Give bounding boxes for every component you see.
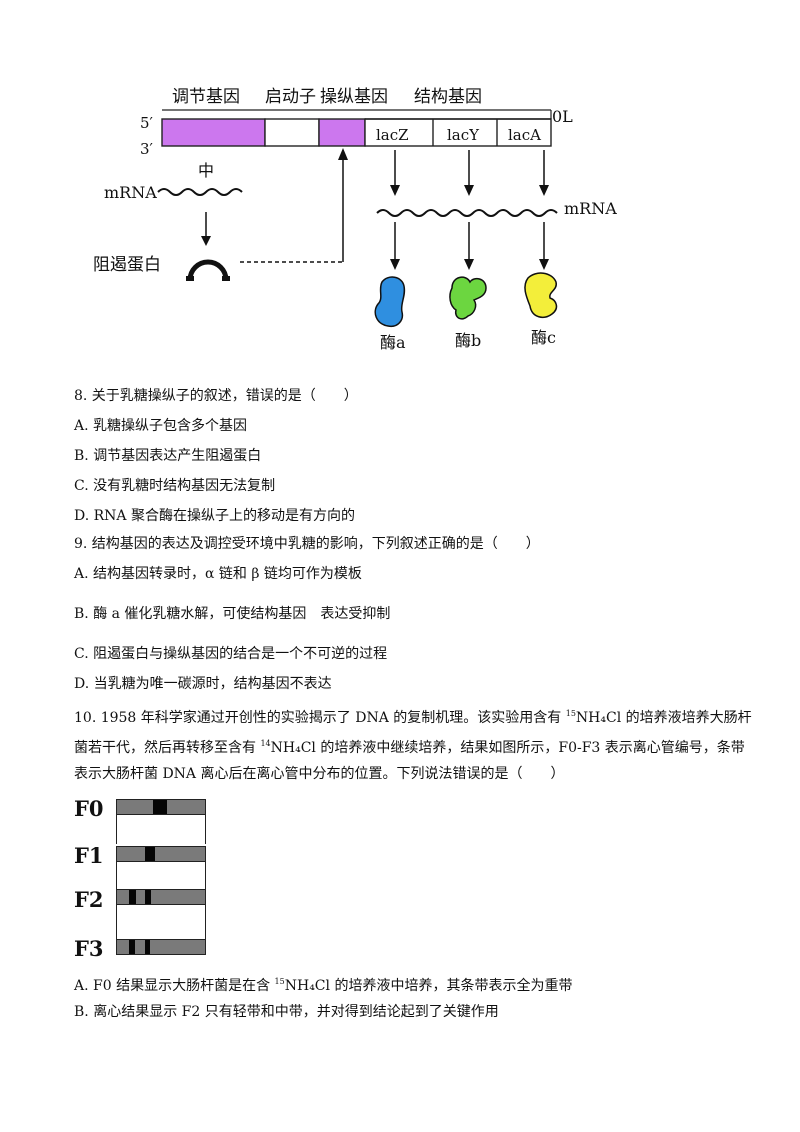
enzyme-c-label: 酶c	[531, 328, 556, 347]
tube-f1	[116, 846, 206, 862]
q10-stem-line1: 10. 1958 年科学家通过开创性的实验揭示了 DNA 的复制机理。该实验用含…	[74, 709, 752, 726]
q8-stem: 8. 关于乳糖操纵子的叙述，错误的是（ ）	[74, 388, 358, 404]
three-prime-label: 3′	[140, 140, 154, 158]
structural-genes-label: 结构基因	[414, 87, 482, 107]
lac-operon-diagram: 调节基因 启动子 操纵基因 结构基因 5′ 3′ 0L lacZ lacY la…	[93, 87, 617, 352]
promoter-block	[264, 118, 320, 147]
tube-label-f1: F1	[74, 843, 104, 868]
repressor-label: 阻遏蛋白	[93, 255, 161, 275]
mrna-right-wave	[376, 209, 558, 217]
enzyme-a-shape	[374, 276, 406, 328]
q9-option-b[interactable]: B. 酶 a 催化乳糖水解，可使结构基因 表达受抑制	[74, 606, 391, 622]
five-prime-label: 5′	[140, 114, 154, 132]
tube-f0-band	[153, 800, 167, 814]
enzyme-b-label: 酶b	[455, 331, 481, 350]
operator-gene-label: 操纵基因	[320, 87, 388, 107]
mrna-left-label: mRNA	[104, 183, 157, 202]
gene-lacZ-label: lacZ	[376, 126, 409, 144]
mrna-left-wave	[157, 188, 243, 196]
q9-option-d[interactable]: D. 当乳糖为唯一碳源时，结构基因不表达	[74, 676, 332, 692]
tube-f3-band-light	[129, 940, 135, 954]
enzyme-c-shape	[524, 272, 558, 319]
structural-genes-block	[364, 118, 552, 147]
operator-gene-block	[318, 118, 366, 147]
q10-stem-line3: 表示大肠杆菌 DNA 离心后在离心管中分布的位置。下列说法错误的是（ ）	[74, 766, 565, 782]
tube-label-f3: F3	[74, 936, 104, 961]
q10-option-b[interactable]: B. 离心结果显示 F2 只有轻带和中带，并对得到结论起到了关键作用	[74, 1004, 499, 1020]
q8-option-c[interactable]: C. 没有乳糖时结构基因无法复制	[74, 478, 276, 494]
tube-f2	[116, 889, 206, 905]
tube-f3-band-middle	[145, 940, 150, 954]
gene-lacY-label: lacY	[447, 126, 480, 144]
q10-option-a[interactable]: A. F0 结果显示大肠杆菌是在含 15NH₄Cl 的培养液中培养，其条带表示全…	[74, 977, 573, 994]
q8-option-b[interactable]: B. 调节基因表达产生阻遏蛋白	[74, 448, 262, 464]
regulator-gene-block	[161, 118, 266, 147]
tube-label-f2: F2	[74, 887, 104, 912]
end-label: 0L	[552, 107, 573, 126]
enzyme-b-shape	[449, 276, 487, 320]
enzyme-a-label: 酶a	[380, 333, 406, 352]
tube-f0	[116, 799, 206, 815]
tube-label-f0: F0	[74, 796, 104, 821]
tube-f2-band-light	[129, 890, 136, 904]
gene-lacA-label: lacA	[508, 126, 541, 144]
mrna-right-label: mRNA	[564, 199, 617, 218]
q9-stem: 9. 结构基因的表达及调控受环境中乳糖的影响，下列叙述正确的是（ ）	[74, 536, 540, 552]
tube-f3	[116, 939, 206, 955]
q8-option-a[interactable]: A. 乳糖操纵子包含多个基因	[74, 418, 248, 434]
tube-f1-band	[145, 847, 155, 861]
repressor-protein-icon	[187, 259, 229, 281]
promoter-label: 启动子	[265, 87, 316, 107]
q10-stem-line2: 菌若干代，然后再转移至含有 14NH₄Cl 的培养液中继续培养，结果如图所示，F…	[74, 739, 745, 756]
q8-option-d[interactable]: D. RNA 聚合酶在操纵子上的移动是有方向的	[74, 508, 355, 524]
tube-f2-band-middle	[145, 890, 151, 904]
q9-option-a[interactable]: A. 结构基因转录时，α 链和 β 链均可作为模板	[74, 566, 362, 582]
regulator-gene-label: 调节基因	[172, 87, 240, 107]
middle-char-label: 中	[198, 161, 214, 180]
q9-option-c[interactable]: C. 阻遏蛋白与操纵基因的结合是一个不可逆的过程	[74, 646, 388, 662]
